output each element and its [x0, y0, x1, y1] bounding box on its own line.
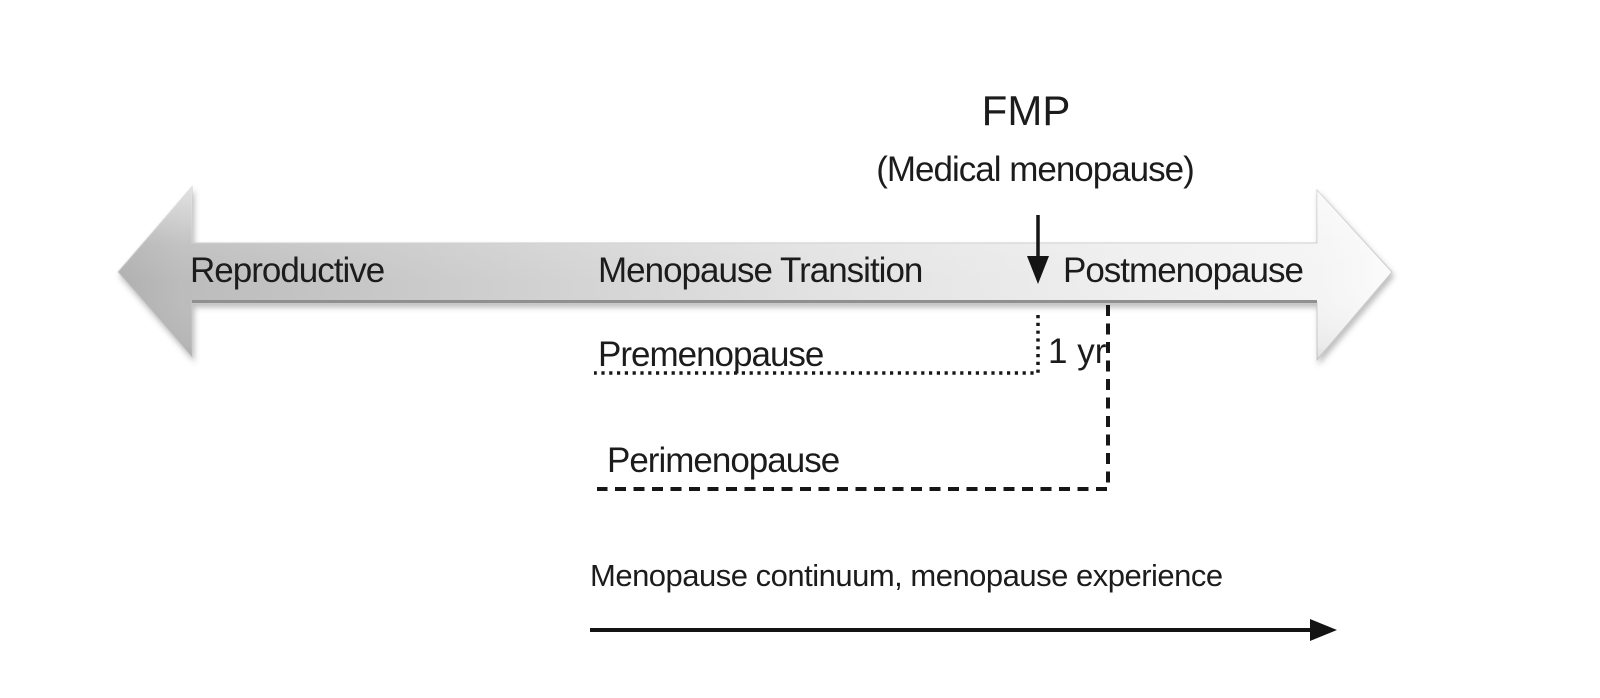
premenopause-bracket [594, 315, 1040, 375]
perimenopause-bracket [597, 305, 1110, 491]
stage-label-reproductive: Reproductive [190, 251, 385, 290]
continuum-label: Menopause continuum, menopause experienc… [590, 558, 1223, 593]
fmp-pointer-arrow [1027, 215, 1049, 284]
perimenopause-label: Perimenopause [607, 441, 840, 480]
stage-label-menopause-transition: Menopause Transition [598, 251, 923, 290]
continuum-arrow [590, 619, 1337, 641]
fmp-title: FMP [981, 87, 1071, 134]
stage-label-postmenopause: Postmenopause [1063, 251, 1304, 290]
timeline-double-arrow [117, 185, 1393, 362]
premenopause-label: Premenopause [598, 335, 824, 374]
one-year-label: 1 yr [1048, 332, 1107, 371]
fmp-subtitle: (Medical menopause) [876, 150, 1195, 189]
